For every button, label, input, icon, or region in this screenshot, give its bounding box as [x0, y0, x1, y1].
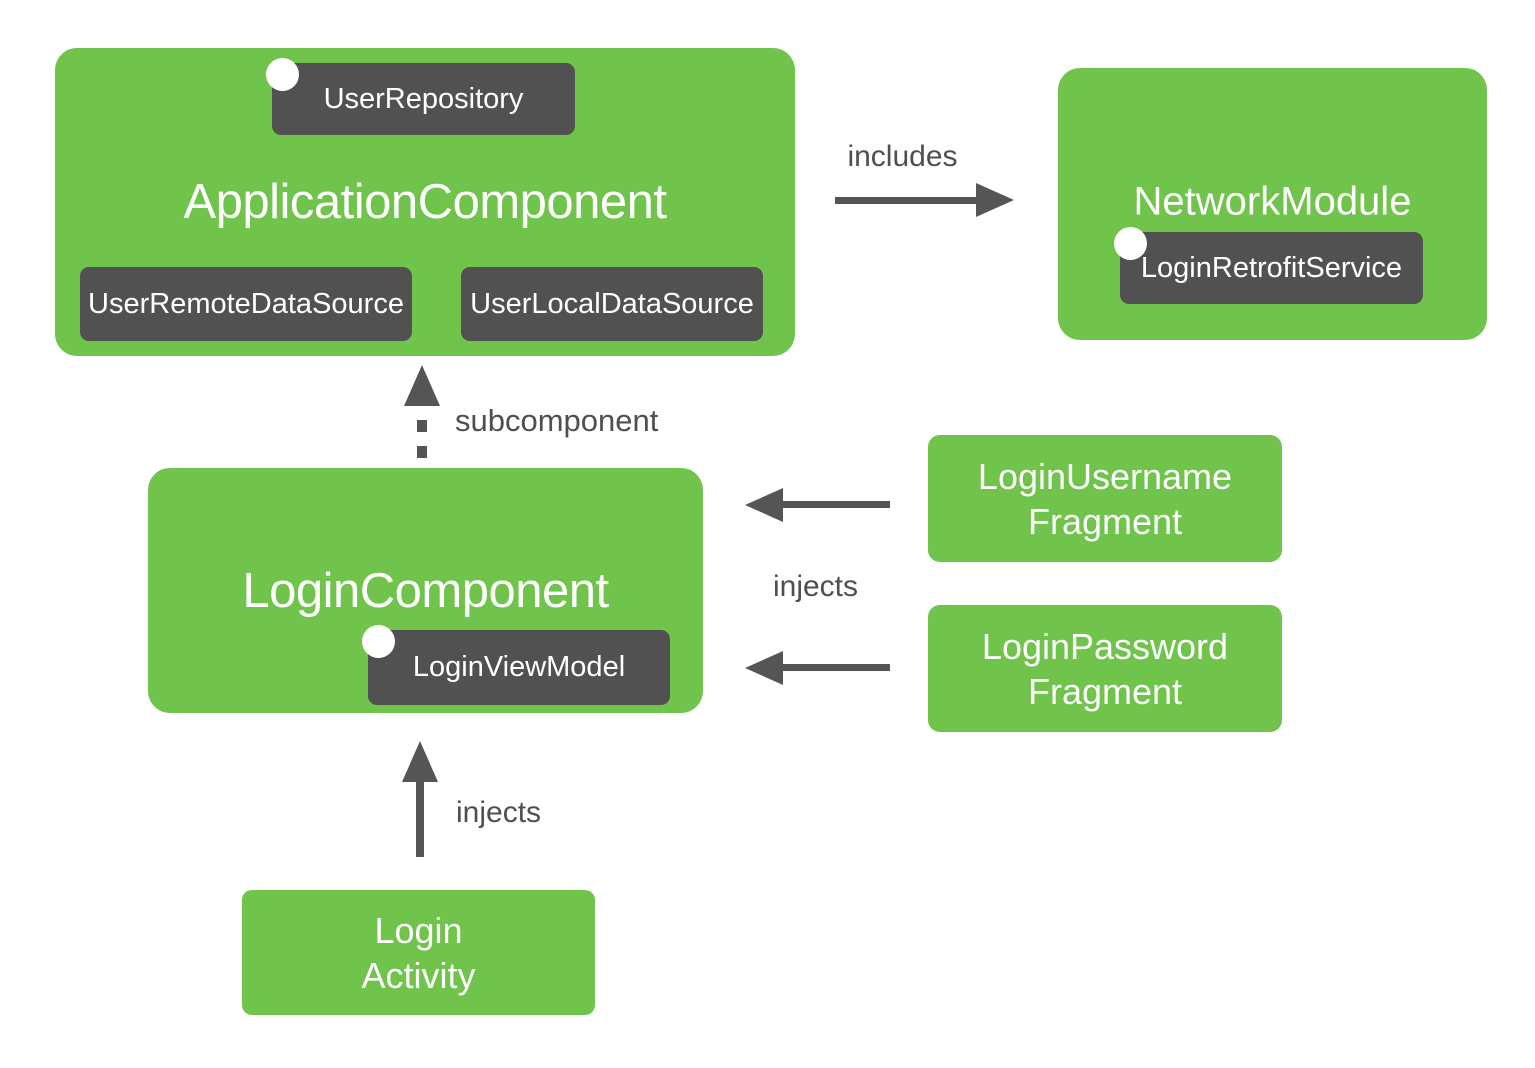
badge-user-local-data-source: UserLocalDataSource [461, 267, 763, 341]
node-network-module: NetworkModule LoginRetrofitService [1058, 68, 1487, 340]
network-module-title: NetworkModule [1133, 179, 1412, 224]
login-component-title: LoginComponent [242, 563, 609, 618]
login-activity-line2: Activity [361, 954, 476, 996]
login-activity-line1: Login [374, 909, 463, 951]
badge-user-remote-data-source: UserRemoteDataSource [80, 267, 412, 341]
login-password-fragment-line1: LoginPassword [981, 625, 1229, 667]
provision-dot-icon [1114, 227, 1147, 260]
badge-user-repository-label: UserRepository [323, 82, 524, 115]
login-username-fragment-line1: LoginUsername [977, 455, 1233, 497]
arrow-head-right-icon [976, 183, 1014, 217]
injects-activity-label: injects [456, 796, 542, 829]
arrow-head-up-icon [402, 741, 438, 782]
badge-login-view-model: LoginViewModel [362, 625, 670, 705]
arrow-head-left-icon [745, 488, 783, 522]
login-username-fragment-line2: Fragment [1027, 500, 1183, 542]
node-login-activity: Login Activity [242, 890, 595, 1015]
subcomponent-label: subcomponent [455, 403, 659, 438]
provision-dot-icon [266, 58, 299, 91]
includes-label: includes [847, 140, 958, 173]
provision-dot-icon [362, 625, 395, 658]
arrow-head-up-icon [404, 365, 440, 406]
badge-user-remote-data-source-label: UserRemoteDataSource [88, 287, 404, 320]
badge-login-retrofit-service: LoginRetrofitService [1114, 227, 1423, 304]
badge-user-repository: UserRepository [266, 58, 575, 135]
node-login-password-fragment: LoginPassword Fragment [928, 605, 1282, 732]
arrow-head-left-icon [745, 651, 783, 685]
login-password-fragment-line2: Fragment [1027, 670, 1183, 712]
badge-login-view-model-label: LoginViewModel [412, 651, 626, 683]
node-login-username-fragment: LoginUsername Fragment [928, 435, 1282, 562]
application-component-title: ApplicationComponent [183, 175, 667, 229]
node-login-component: LoginComponent LoginViewModel [148, 468, 703, 713]
injects-fragments-label: injects [772, 570, 859, 603]
node-application-component: ApplicationComponent UserRepository User… [55, 48, 795, 356]
badge-user-local-data-source-label: UserLocalDataSource [470, 287, 754, 320]
badge-login-retrofit-service-label: LoginRetrofitService [1140, 251, 1403, 284]
